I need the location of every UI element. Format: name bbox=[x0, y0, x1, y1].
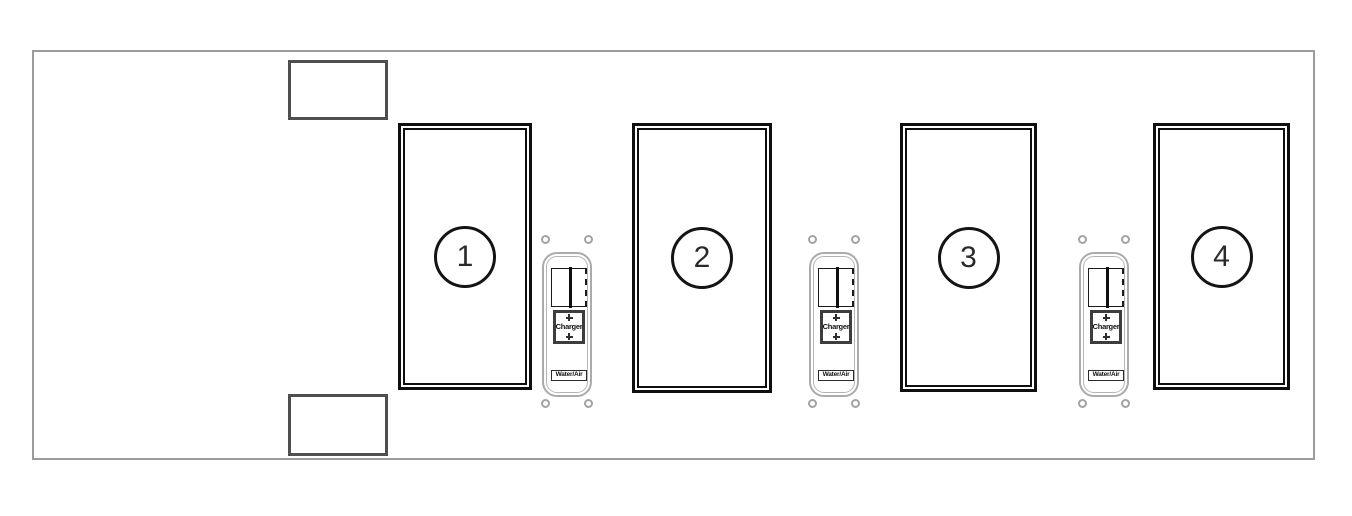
screw-hole-icon bbox=[541, 235, 550, 244]
charger-outlet: Charger bbox=[553, 310, 585, 344]
screw-head-icon bbox=[832, 333, 840, 340]
connector-slot bbox=[569, 267, 572, 308]
charger-panel-3: Charger Water/Air bbox=[1078, 231, 1130, 412]
water-air-label: Water/Air bbox=[1092, 371, 1120, 379]
screw-head-icon bbox=[1102, 314, 1110, 321]
screw-hole-icon bbox=[584, 235, 593, 244]
station-3-number-circle: 3 bbox=[937, 226, 1000, 289]
panel-faceplate-inner bbox=[813, 256, 855, 393]
charger-label: Charger bbox=[555, 322, 583, 332]
screw-hole-icon bbox=[541, 399, 550, 408]
water-air-port: Water/Air bbox=[551, 370, 587, 381]
panel-faceplate: Charger Water/Air bbox=[542, 252, 592, 397]
station-3-number: 3 bbox=[960, 240, 977, 274]
screw-hole-icon bbox=[851, 235, 860, 244]
water-air-label: Water/Air bbox=[822, 371, 850, 379]
screw-hole-icon bbox=[1078, 399, 1087, 408]
screw-hole-icon bbox=[1078, 235, 1087, 244]
station-2: 2 bbox=[632, 123, 772, 393]
screw-hole-icon bbox=[808, 399, 817, 408]
water-air-port: Water/Air bbox=[818, 370, 854, 381]
station-3-inner-border: 3 bbox=[905, 128, 1032, 387]
post-bottom-left bbox=[288, 394, 388, 456]
screw-hole-icon bbox=[851, 399, 860, 408]
panel-faceplate-inner bbox=[546, 256, 588, 393]
water-air-label: Water/Air bbox=[555, 371, 583, 379]
screw-head-icon bbox=[1102, 333, 1110, 340]
connector-slot bbox=[1106, 267, 1109, 308]
station-2-number: 2 bbox=[693, 241, 711, 274]
screw-hole-icon bbox=[808, 235, 817, 244]
station-2-inner-border: 2 bbox=[637, 128, 767, 388]
station-4: 4 bbox=[1153, 123, 1290, 390]
panel-faceplate-inner bbox=[1083, 256, 1125, 393]
station-1-number-circle: 1 bbox=[434, 225, 496, 288]
connector-slot bbox=[836, 267, 839, 308]
station-1-inner-border: 1 bbox=[403, 128, 527, 385]
charger-panel-1: Charger Water/Air bbox=[541, 231, 593, 412]
screw-head-icon bbox=[565, 314, 573, 321]
station-4-number: 4 bbox=[1213, 239, 1230, 273]
charger-outlet: Charger bbox=[820, 310, 852, 344]
station-3: 3 bbox=[900, 123, 1037, 392]
panel-faceplate: Charger Water/Air bbox=[809, 252, 859, 397]
water-air-port: Water/Air bbox=[1088, 370, 1124, 381]
screw-hole-icon bbox=[1121, 235, 1130, 244]
station-4-inner-border: 4 bbox=[1158, 128, 1285, 385]
screw-head-icon bbox=[565, 333, 573, 340]
screw-hole-icon bbox=[584, 399, 593, 408]
screw-hole-icon bbox=[1121, 399, 1130, 408]
post-top-left bbox=[288, 60, 388, 120]
screw-head-icon bbox=[832, 314, 840, 321]
station-4-number-circle: 4 bbox=[1190, 225, 1253, 288]
charger-panel-2: Charger Water/Air bbox=[808, 231, 860, 412]
station-2-number-circle: 2 bbox=[671, 227, 733, 289]
charger-label: Charger bbox=[1092, 322, 1120, 332]
charger-label: Charger bbox=[822, 322, 850, 332]
station-1: 1 bbox=[398, 123, 532, 390]
charger-outlet: Charger bbox=[1090, 310, 1122, 344]
panel-faceplate: Charger Water/Air bbox=[1079, 252, 1129, 397]
station-1-number: 1 bbox=[456, 239, 474, 273]
